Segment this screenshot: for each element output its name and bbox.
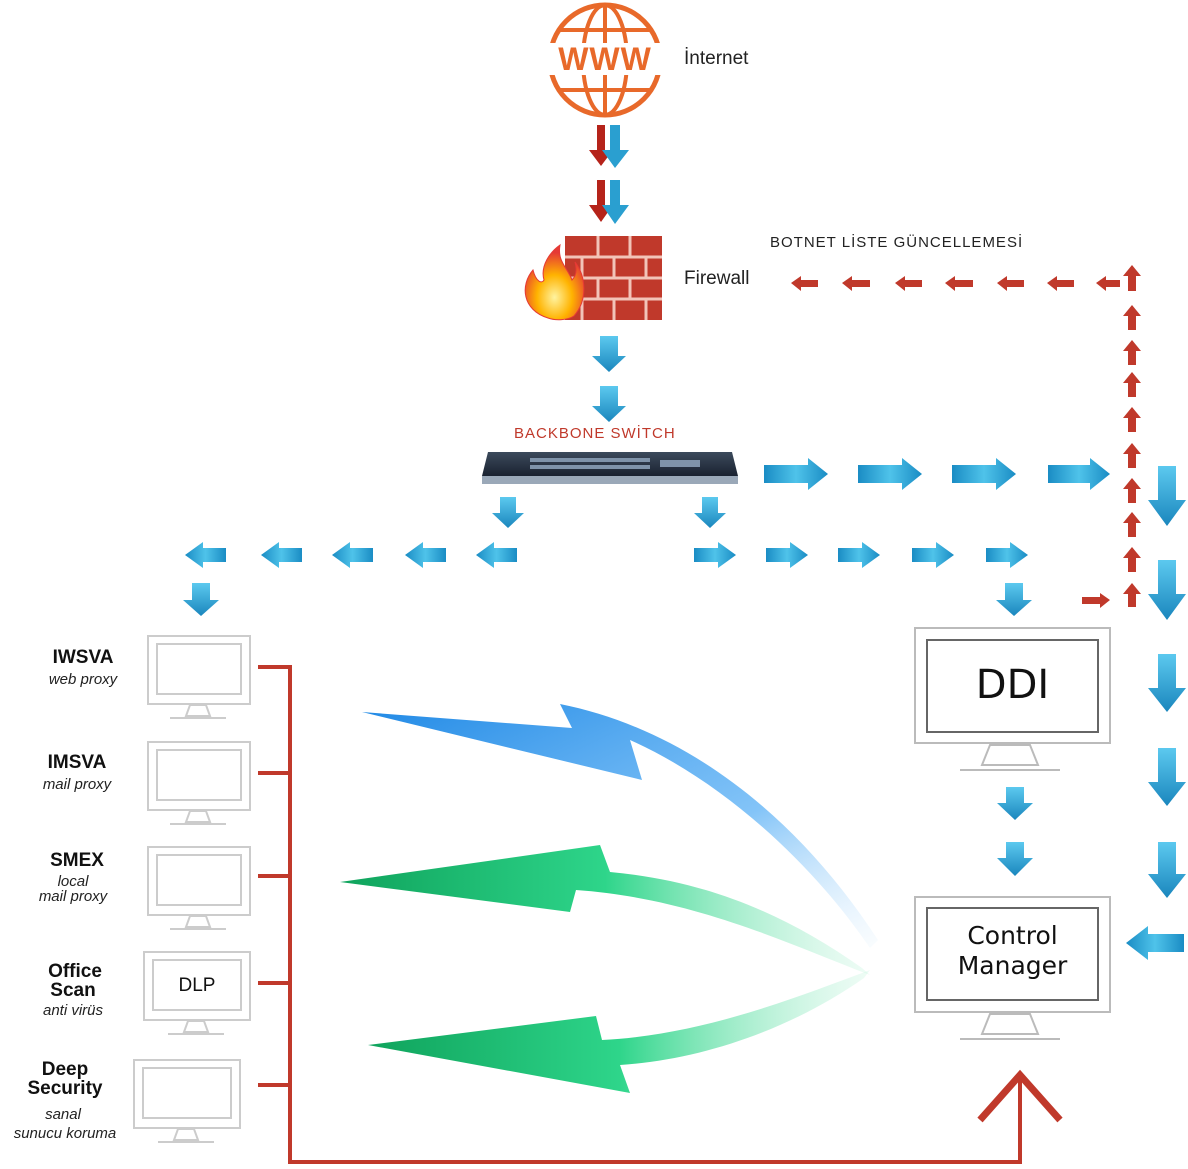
dlp-screen-label: DLP: [178, 975, 216, 996]
botnet-update-arrows: [791, 265, 1141, 608]
control-manager-in-arrow: [1126, 926, 1184, 960]
control-manager-monitor-icon: [914, 896, 1111, 1040]
node-sub-smex-line2: mail proxy: [38, 888, 108, 905]
blue-curve-arrow: [362, 704, 878, 948]
backbone-switch-label: BACKBONE SWİTCH: [514, 425, 676, 442]
control-manager-label-line2: Manager: [957, 951, 1068, 980]
node-name-iwsva: IWSVA: [52, 647, 114, 668]
firewall-label: Firewall: [684, 268, 750, 289]
globe-icon: WWW: [545, 2, 665, 118]
node-name-deepsecurity-line2: Security: [27, 1078, 103, 1099]
monitor-icon: [147, 635, 251, 719]
node-name-officescan-line1: Office: [48, 961, 102, 982]
switch-down-arrows: [492, 497, 726, 528]
ddi-to-cm-arrows: [997, 787, 1033, 876]
firewall-down-arrow-2: [592, 386, 626, 422]
firewall-icon: [524, 236, 662, 321]
control-manager-label: Control Manager: [927, 921, 1098, 981]
node-name-deepsecurity-line1: Deep: [41, 1059, 89, 1080]
node-name-officescan-line2: Scan: [50, 980, 96, 1001]
green-curve-arrow-upper: [340, 845, 870, 975]
green-curve-arrow-lower: [368, 970, 870, 1093]
node-name-smex: SMEX: [50, 850, 104, 871]
ddi-monitor-icon: [914, 627, 1111, 771]
switch-right-arrows: [764, 458, 1110, 490]
left-flow-arrows: [183, 542, 517, 616]
node-sub-deepsecurity-line2: sunucu koruma: [13, 1125, 117, 1142]
www-icon-text: WWW: [558, 41, 652, 77]
node-sub-smex-line1: local: [57, 873, 89, 890]
node-sub-iwsva: web proxy: [48, 671, 118, 688]
right-column-down-arrows: [1148, 466, 1186, 898]
red-bus-line: [258, 665, 1063, 1164]
firewall-down-arrow-1: [592, 336, 626, 372]
botnet-update-label: BOTNET LİSTE GÜNCELLEMESİ: [770, 234, 1024, 251]
internet-down-arrow-1: [589, 125, 629, 168]
monitor-icon: [147, 846, 251, 930]
internet-label: İnternet: [684, 48, 749, 69]
control-manager-label-line1: Control: [967, 921, 1058, 950]
monitor-icon: [143, 951, 251, 1035]
node-sub-deepsecurity-line1: sanal: [45, 1106, 81, 1123]
node-name-imsva: IMSVA: [47, 752, 107, 773]
internet-down-arrow-2: [589, 180, 629, 224]
ddi-label: DDI: [975, 662, 1050, 708]
node-sub-officescan: anti virüs: [42, 1002, 104, 1019]
ddi-flow-arrows: [694, 542, 1032, 616]
switch-icon: [482, 452, 738, 484]
node-sub-imsva: mail proxy: [42, 776, 112, 793]
monitor-icon: [147, 741, 251, 825]
monitor-icon: [133, 1059, 241, 1143]
